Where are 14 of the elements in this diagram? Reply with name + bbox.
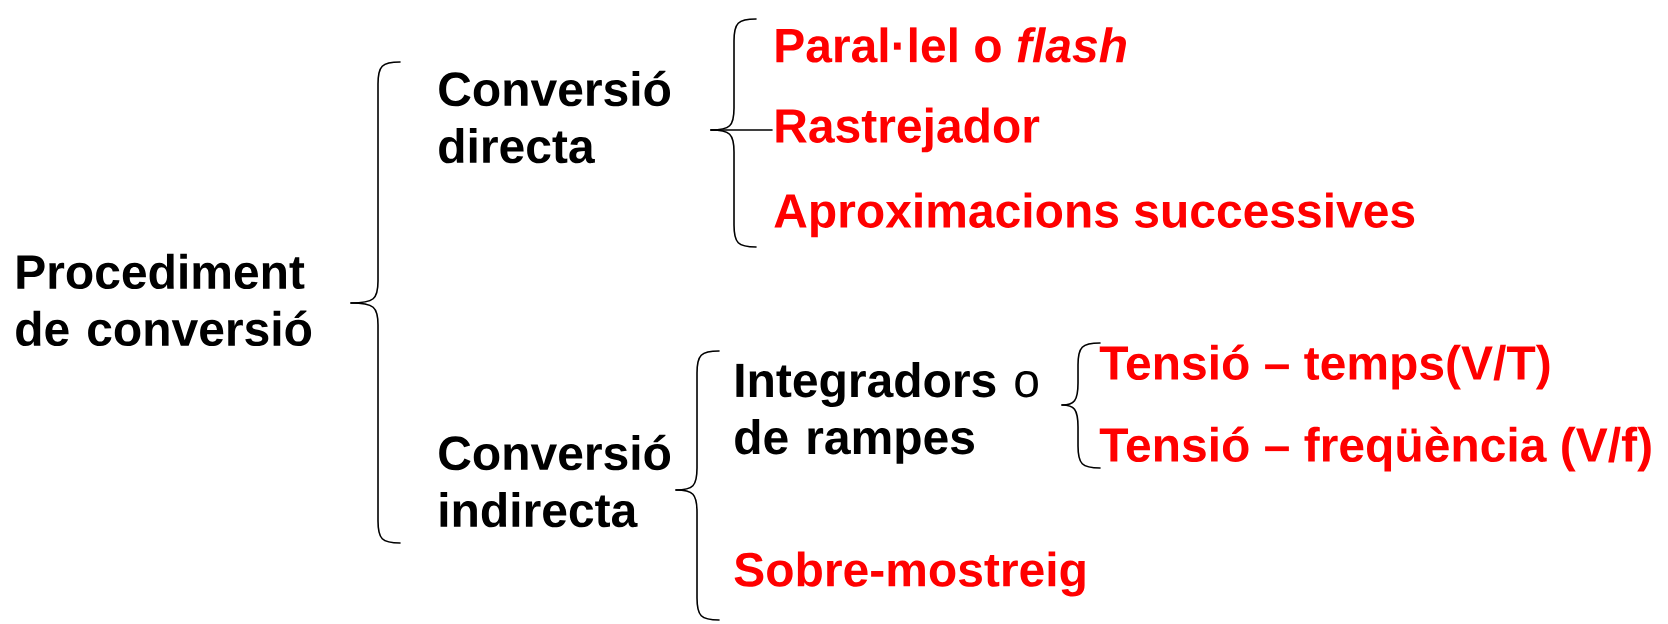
- brace: [1061, 404, 1101, 469]
- label-text: Conversió directa: [439, 70, 671, 164]
- label-text: Paral·lel o flash: [776, 27, 1126, 63]
- brace: [675, 489, 720, 621]
- label-text: Integradors o de rampes: [735, 362, 1038, 464]
- label-text: Tensió – freqüència (V/f): [1099, 426, 1651, 472]
- label-text: Conversió indirecta: [439, 434, 671, 528]
- label-text: Procediment de conversió: [16, 253, 312, 347]
- label-text: Aproximacions successives: [774, 192, 1415, 238]
- label-text: Rastrejador: [776, 107, 1040, 153]
- label-text: Sobre-mostreig: [734, 551, 1085, 597]
- brace: [350, 302, 401, 544]
- brace: [710, 129, 757, 248]
- label-text: Tensió – temps(V/T): [1099, 344, 1550, 390]
